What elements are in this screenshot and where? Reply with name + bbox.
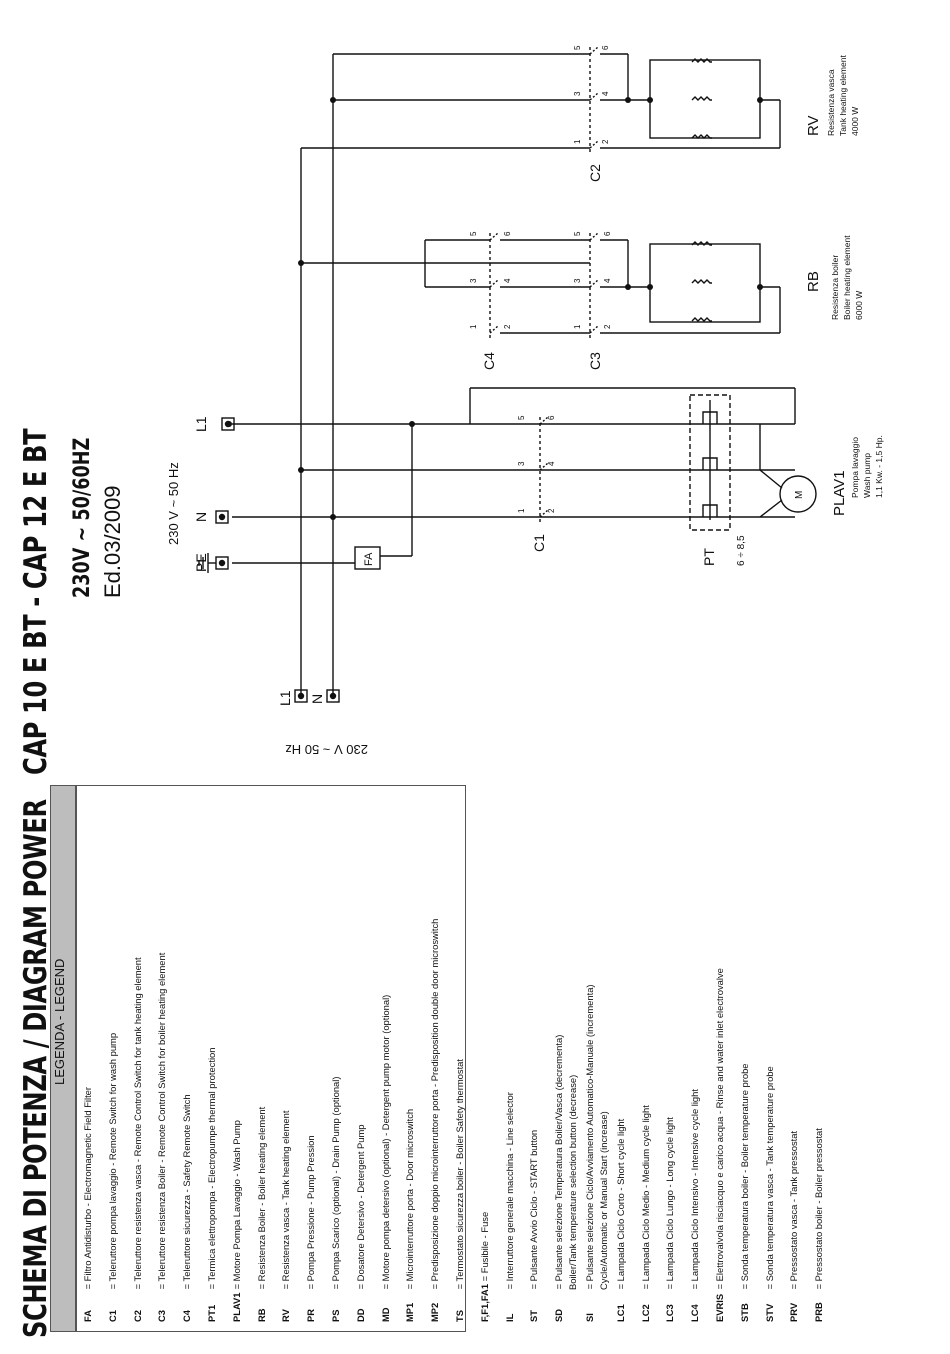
contact-number: 5: [469, 231, 478, 236]
contact-number: 4: [503, 278, 512, 283]
c4-label: C4: [481, 352, 497, 370]
junction-dot: [298, 260, 304, 266]
boiler-desc-2: Boiler heating element: [842, 235, 852, 320]
fa-label: FA: [363, 552, 375, 566]
tank-desc-1: Resistenza vasca: [826, 69, 836, 136]
terminal-l1-label: L1: [193, 416, 209, 432]
contact-number: 3: [573, 278, 582, 283]
junction-dot: [647, 284, 653, 290]
resistor-coil: [691, 96, 712, 101]
contact-number: 1: [517, 508, 526, 513]
contact-number: 4: [603, 278, 612, 283]
contact-number: 1: [573, 139, 582, 144]
tank-desc-3: 4000 W: [850, 107, 860, 136]
contact-number: 1: [469, 324, 478, 329]
contact-number: 2: [603, 324, 612, 329]
supply-terminals: [198, 417, 340, 703]
junction-dot: [625, 284, 631, 290]
contact-numbers: 5 6 3 4 1 2 5 6 3 4 1 2 5 6 3 4 1 2 5 6 3 4 1 2: [469, 45, 612, 513]
legend-header-bar: [50, 785, 76, 1332]
plav1-label: PLAV1: [831, 470, 848, 516]
contact-number: 2: [601, 139, 610, 144]
contact-number: 4: [547, 461, 556, 466]
c1-label: C1: [531, 534, 547, 552]
supply-voltage-label-mirrored: 230 V ~ 50 Hz: [285, 742, 368, 757]
legend-box: [76, 785, 466, 1332]
contact-number: 3: [469, 278, 478, 283]
resistor-coil: [691, 279, 712, 284]
tank-desc-2: Tank heating element: [838, 55, 848, 136]
c1-contactor: [469, 387, 796, 522]
plav1-motor: [759, 424, 817, 518]
terminal-pe-label: PE: [193, 553, 209, 572]
resistor-coil: [691, 58, 712, 63]
contact-number: 6: [603, 231, 612, 236]
pt-range: 6 ÷ 8,5: [736, 535, 747, 566]
motor-symbol: M: [794, 491, 805, 499]
junction-dot: [298, 467, 304, 473]
contact-number: 6: [503, 231, 512, 236]
c2-contactor: [589, 46, 781, 153]
resistor-coil: [691, 317, 712, 322]
contact-number: 2: [503, 324, 512, 329]
junction-dot: [330, 514, 336, 520]
resistor-coil: [691, 241, 712, 246]
contact-number: 3: [573, 91, 582, 96]
resistor-coil: [691, 134, 712, 139]
fa-filter: [354, 546, 381, 570]
contact-number: 6: [547, 415, 556, 420]
contact-number: 5: [573, 45, 582, 50]
contact-number: 5: [517, 415, 526, 420]
c2-label: C2: [587, 164, 603, 182]
supply-voltage-label: 230 V ~ 50 Hz: [166, 462, 181, 545]
c3-c4-contactors: [424, 232, 781, 338]
busbars: [232, 53, 590, 695]
contact-number: 3: [517, 461, 526, 466]
c3-label: C3: [587, 352, 603, 370]
terminal-n-label: N: [193, 512, 209, 522]
contact-number: 5: [573, 231, 582, 236]
junction-dot: [647, 97, 653, 103]
pump-desc-3: 1,1 Kw. - 1,5 Hp.: [874, 435, 884, 498]
bottom-n-label: N: [309, 694, 325, 704]
contact-number: 2: [547, 508, 556, 513]
pump-desc-2: Wash pump: [862, 453, 872, 498]
pt-thermal-protection: [689, 394, 731, 531]
bottom-l1-label: L1: [277, 690, 293, 706]
rb-label: RB: [805, 271, 822, 292]
junction-dot: [226, 421, 232, 427]
pt-label: PT: [701, 548, 717, 566]
junction-dot: [409, 421, 415, 427]
junction-dot: [757, 284, 763, 290]
pump-desc-1: Pompa lavaggio: [850, 437, 860, 498]
contact-number: 1: [573, 324, 582, 329]
heating-resistors: [691, 58, 712, 322]
boiler-desc-1: Resistenza boiler: [830, 255, 840, 320]
junction-dot: [330, 97, 336, 103]
junction-dot: [625, 97, 631, 103]
contact-number: 4: [601, 91, 610, 96]
junction-dots: [226, 97, 763, 520]
contact-number: 6: [601, 45, 610, 50]
junction-dot: [757, 97, 763, 103]
rv-label: RV: [805, 115, 822, 136]
boiler-desc-3: 6000 W: [854, 291, 864, 320]
